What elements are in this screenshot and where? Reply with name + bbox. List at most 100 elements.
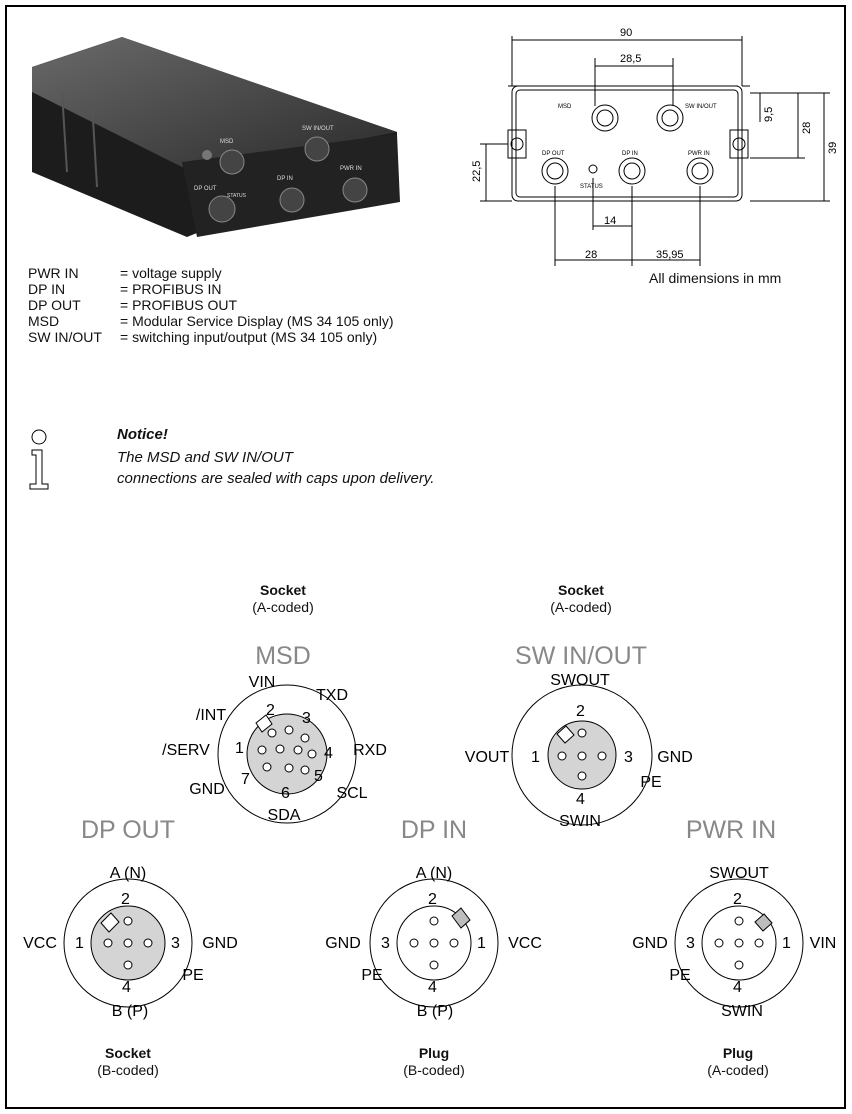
msd-signal-sda: SDA [268, 807, 301, 824]
dpin-signal-gnd: GND [325, 935, 361, 952]
legend-key: PWR IN [28, 265, 79, 281]
pwrin-signal-swout: SWOUT [709, 865, 769, 882]
legend-row: SW IN/OUT = switching input/output (MS 34… [28, 329, 394, 345]
legend-value: = Modular Service Display (MS 34 105 onl… [120, 313, 394, 329]
pwrin-pin-4: 4 [733, 979, 742, 996]
dpin-connector: 2 3 1 4 A (N) GND VCC PE B (P) [325, 865, 542, 1020]
msd-connector: 2 3 1 4 7 5 6 VIN TXD /INT /SERV RXD GND… [162, 674, 387, 824]
dim-35-95: 35,95 [656, 249, 684, 261]
msd-caption: Socket(A-coded) [252, 582, 313, 616]
photo-label-dpout: DP OUT [194, 186, 217, 192]
msd-signal-vin: VIN [249, 674, 276, 691]
swinout-signal-vout: VOUT [465, 749, 510, 766]
photo-label-swinout: SW IN/OUT [302, 126, 334, 132]
notice-line-2: connections are sealed with caps upon de… [117, 470, 435, 487]
drawing-label-dpin: DP IN [622, 151, 638, 157]
dpin-coding: (B-coded) [403, 1062, 465, 1078]
msd-signal-scl: SCL [336, 785, 367, 802]
pwrin-connector: 2 3 1 4 SWOUT GND VIN PE SWIN [632, 865, 836, 1020]
dim-39: 39 [827, 142, 839, 154]
swinout-title: SW IN/OUT [515, 642, 647, 670]
dpout-coding: (B-coded) [97, 1062, 159, 1078]
msd-title: MSD [255, 642, 311, 670]
pwrin-coding: (A-coded) [707, 1062, 769, 1078]
page-frame [5, 5, 846, 1109]
dpout-caption: Socket(B-coded) [97, 1045, 158, 1079]
dpin-pin-3: 3 [381, 935, 390, 952]
msd-signal-serv: /SERV [162, 742, 210, 759]
swinout-pin-2: 2 [576, 703, 585, 720]
drawing-label-status: STATUS [580, 184, 603, 190]
pwrin-type: Plug [722, 1045, 754, 1061]
swinout-pin-4: 4 [576, 791, 585, 808]
swinout-type: Socket [558, 582, 604, 598]
dimension-drawing: 90 28,5 9,5 28 39 22,5 14 28 35,95 MSD S… [471, 27, 839, 266]
swinout-coding: (A-coded) [550, 599, 612, 615]
dpout-title: DP OUT [81, 816, 175, 844]
legend-row: DP OUT = PROFIBUS OUT [28, 297, 394, 313]
pwrin-signal-gnd: GND [632, 935, 668, 952]
dim-9-5: 9,5 [763, 107, 775, 122]
legend-key: MSD [28, 313, 60, 329]
notice-text: The MSD and SW IN/OUT connections are se… [117, 447, 434, 489]
msd-pin-7: 7 [241, 771, 250, 788]
msd-signal-txd: TXD [316, 687, 348, 704]
dpout-connector: 2 1 3 4 A (N) VCC GND PE B (P) [23, 865, 238, 1020]
photo-label-pwrin: PWR IN [340, 166, 362, 172]
dpin-pin-1: 1 [477, 935, 486, 952]
dim-28-bottom: 28 [585, 249, 597, 261]
swinout-connector: 2 1 3 4 SWOUT VOUT GND PE SWIN [465, 672, 693, 830]
dpout-signal-vcc: VCC [23, 935, 57, 952]
dpin-pin-4: 4 [428, 979, 437, 996]
notice-line-1: The MSD and SW IN/OUT [117, 449, 293, 466]
msd-pin-1: 1 [235, 740, 244, 757]
pwrin-signal-swin: SWIN [721, 1003, 763, 1020]
drawing-label-msd: MSD [558, 104, 572, 110]
dpout-pin-4: 4 [122, 979, 131, 996]
msd-signal-rxd: RXD [353, 742, 387, 759]
device-photo: MSD SW IN/OUT DP OUT DP IN PWR IN STATUS [32, 37, 400, 237]
pwrin-signal-vin: VIN [810, 935, 837, 952]
pwrin-title: PWR IN [686, 816, 776, 844]
dpin-caption: Plug(B-coded) [403, 1045, 464, 1079]
swinout-pin-1: 1 [531, 749, 540, 766]
legend-key: DP IN [28, 281, 66, 297]
notice-title: Notice! [117, 426, 168, 443]
legend: PWR IN = voltage supply DP IN= PROFIBUS I… [28, 265, 394, 345]
dpin-type: Plug [418, 1045, 450, 1061]
legend-key: SW IN/OUT [28, 329, 102, 345]
dpout-signal-gnd: GND [202, 935, 238, 952]
dpout-signal-an: A (N) [110, 865, 146, 882]
pwrin-caption: Plug(A-coded) [707, 1045, 768, 1079]
legend-key: DP OUT [28, 297, 81, 313]
photo-label-status: STATUS [227, 193, 247, 199]
msd-pin-4: 4 [324, 745, 333, 762]
msd-pin-5: 5 [314, 768, 323, 785]
dim-22-5: 22,5 [471, 161, 483, 182]
dpout-type: Socket [105, 1045, 151, 1061]
swinout-pin-3: 3 [624, 749, 633, 766]
dim-28-5: 28,5 [620, 53, 641, 65]
photo-label-msd: MSD [220, 139, 234, 145]
drawing-label-swinout: SW IN/OUT [685, 104, 717, 110]
dpin-title: DP IN [401, 816, 467, 844]
swinout-caption: Socket(A-coded) [550, 582, 611, 616]
pwrin-pin-1: 1 [782, 935, 791, 952]
dim-28: 28 [801, 122, 813, 134]
msd-signal-int: /INT [196, 707, 226, 724]
msd-signal-gnd: GND [189, 781, 225, 798]
swinout-signal-gnd: GND [657, 749, 693, 766]
pwrin-signal-pe: PE [669, 967, 690, 984]
swinout-signal-swin: SWIN [559, 813, 601, 830]
dpout-pin-3: 3 [171, 935, 180, 952]
swinout-signal-swout: SWOUT [550, 672, 610, 689]
legend-value: = switching input/output (MS 34 105 only… [120, 329, 378, 345]
legend-value: = PROFIBUS OUT [120, 297, 238, 313]
legend-value: = voltage supply [120, 265, 222, 281]
photo-label-dpin: DP IN [277, 176, 293, 182]
dpin-signal-bp: B (P) [417, 1003, 453, 1020]
dpin-signal-an: A (N) [416, 865, 452, 882]
dpin-signal-pe: PE [361, 967, 382, 984]
info-icon [29, 429, 49, 490]
legend-row: DP IN= PROFIBUS IN [28, 281, 394, 297]
